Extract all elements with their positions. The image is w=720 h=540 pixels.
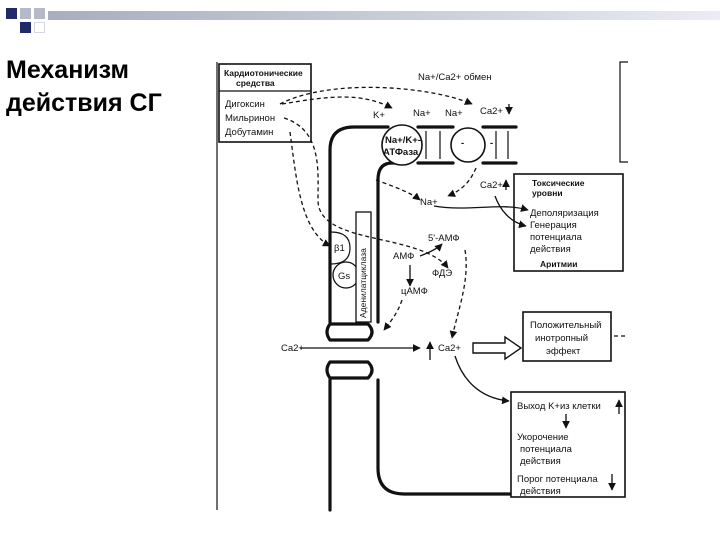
drug-milrinone: Мильринон [225, 113, 275, 124]
arrow-to-ca-mid [449, 249, 467, 339]
arrow-na-loop [375, 179, 421, 201]
ion-ca-top: Ca2+ [480, 106, 503, 117]
toxic-levels-box: Токсические уровни Деполяризация Генерац… [513, 173, 624, 272]
slide-title-line2: действия СГ [6, 89, 162, 117]
cell-membrane [325, 125, 518, 512]
k-efflux-box: Выход K+из клетки Укорочение потенциала … [510, 391, 626, 498]
deco-square-navy-1 [6, 8, 17, 19]
slide-title-line1: Механизм [6, 56, 129, 84]
drugs-box: Кардиотонические средства Дигоксин Мильр… [218, 63, 312, 143]
slide-title: Механизм действия СГ [6, 54, 162, 120]
inotropic-line-3: эффект [546, 346, 581, 357]
receptor-gs: Gs [338, 271, 350, 282]
arrow-camp-down [383, 299, 403, 331]
svg-text:-: - [461, 138, 464, 149]
arrow-na-to-toxic [433, 204, 529, 212]
inotropic-line-2: инотропный [535, 333, 588, 344]
ion-ca-outside: Ca2+ [281, 343, 304, 354]
drug-digoxin: Дигоксин [225, 99, 265, 110]
k-box-short-1: Укорочение [517, 432, 569, 443]
k-box-short-2: потенциала [520, 444, 573, 455]
svg-text:-: - [490, 138, 493, 149]
pump-label-line1: Na+/K+- [385, 135, 421, 146]
adenylate-cyclase: Аденилатциклаза [355, 211, 372, 323]
toxic-header-line2: уровни [532, 188, 563, 198]
deco-square-white [34, 22, 45, 33]
adenylate-cyclase-label: Аденилатциклаза [358, 248, 368, 318]
arrow-dobutamine-to-b1 [289, 131, 331, 247]
receptor-b1: β1 [334, 243, 345, 254]
ion-na-top-1: Na+ [413, 108, 431, 119]
toxic-line-4: действия [530, 244, 571, 255]
toxic-line-1: Деполяризация [530, 208, 599, 219]
hollow-arrow [472, 335, 523, 361]
k-box-line1: Выход K+из клетки [517, 401, 601, 412]
inotropic-box: Положительный инотропный эффект [522, 311, 612, 362]
k-box-short-3: действия [520, 456, 561, 467]
arrow-ca-to-toxic [494, 195, 527, 229]
label-5-amp: 5'-АМФ [428, 233, 460, 244]
toxic-line-2: Генерация [530, 220, 577, 231]
deco-square-navy-2 [20, 22, 31, 33]
k-box-threshold-2: действия [520, 486, 561, 497]
toxic-footer: Аритмии [540, 259, 577, 269]
drug-dobutamine: Добутамин [225, 127, 273, 138]
drugs-box-header-line2: средства [236, 78, 275, 88]
arrow-digoxin-to-pump [281, 96, 393, 109]
diagram-frame-bracket [619, 61, 628, 163]
pump-label-line2: АТФаза [383, 147, 419, 158]
deco-square-gray-1 [20, 8, 31, 19]
receptor-complex: β1 Gs [330, 231, 360, 289]
label-amp: АМФ [393, 251, 414, 262]
na-ca-exchanger: - - [450, 127, 493, 163]
ion-na-top-2: Na+ [445, 108, 463, 119]
na-k-atpase-pump: Na+/K+- АТФаза [381, 124, 423, 166]
label-pde: ФДЭ [432, 268, 452, 279]
k-box-threshold-1: Порог потенциала [517, 474, 598, 485]
label-camp: цАМФ [401, 286, 428, 297]
ion-na-inside: Na+ [420, 197, 438, 208]
drugs-box-header-line1: Кардиотонические [224, 68, 303, 78]
exchange-label: Na+/Ca2+ обмен [418, 72, 492, 83]
inotropic-line-1: Положительный [530, 320, 601, 331]
arrow-milrinone-to-pde [283, 117, 449, 269]
ion-ca-inside-mid: Ca2+ [438, 343, 461, 354]
arrow-ca-exchanger [447, 167, 477, 197]
slide-decoration [0, 0, 720, 40]
arrow-digoxin-to-ca [279, 86, 473, 105]
deco-header-bar [48, 11, 720, 20]
deco-square-gray-2 [34, 8, 45, 19]
toxic-line-3: потенциала [530, 232, 583, 243]
ion-ca-inside-top: Ca2+ [480, 180, 503, 191]
arrow-ca-to-k-box [454, 355, 510, 405]
ion-k-top: K+ [373, 110, 385, 121]
toxic-header-line1: Токсические [532, 178, 585, 188]
